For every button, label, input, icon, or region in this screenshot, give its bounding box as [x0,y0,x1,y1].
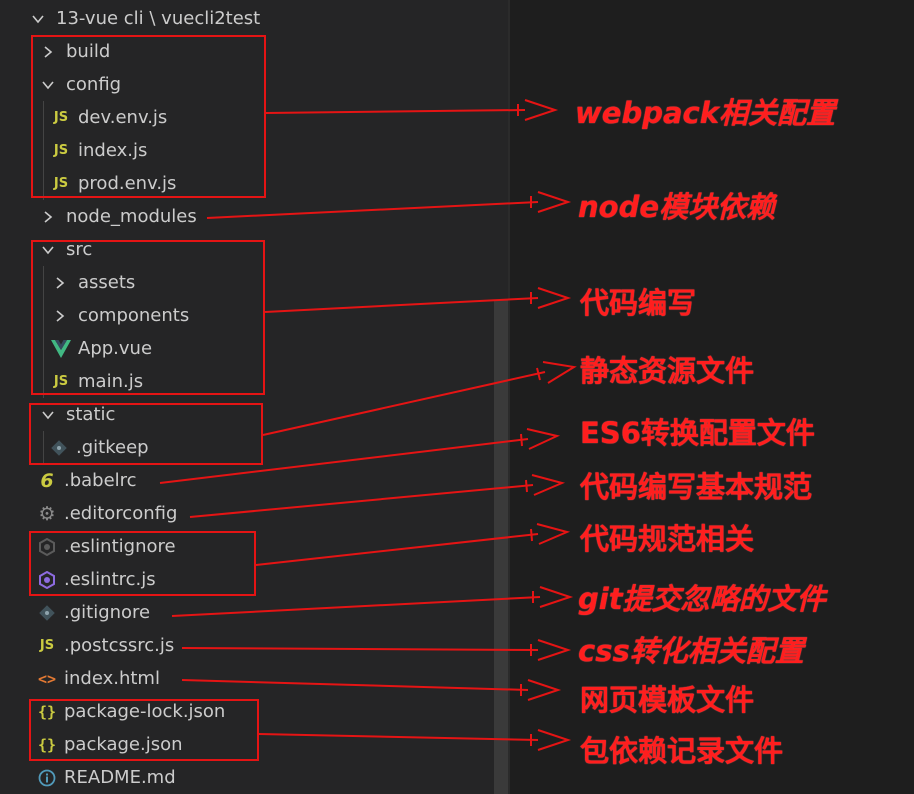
tree-item-label: config [66,74,122,95]
annotation-webpack: webpack相关配置 [575,96,836,130]
tree-item-postcssrc-js[interactable]: JS .postcssrc.js [36,629,526,662]
tree-item-label: .gitkeep [76,437,149,458]
tree-item-babelrc[interactable]: 6 .babelrc [36,464,526,497]
annotation-postcss: css转化相关配置 [578,634,804,668]
indent-guide-src [43,266,44,398]
tree-item-label: build [66,41,111,62]
indent-guide-config [43,101,44,200]
eslint-file-icon [36,569,58,591]
js-file-icon: JS [53,374,69,389]
js-file-icon: JS [53,110,69,125]
chevron-right-icon [40,44,56,60]
tree-item-label: package-lock.json [64,701,226,722]
tree-item-gitkeep[interactable]: .gitkeep [48,431,538,464]
tree-item-label: dev.env.js [78,107,168,128]
tree-item-src[interactable]: src [40,233,530,266]
tree-item-label: README.md [64,767,176,788]
tree-item-node-modules[interactable]: node_modules [40,200,530,233]
tree-item-config[interactable]: config [40,68,530,101]
tree-item-label: assets [78,272,136,293]
tree-item-label: main.js [78,371,144,392]
tree-item-main-js[interactable]: JS main.js [50,365,540,398]
tree-item-label: static [66,404,116,425]
tree-item-label: index.html [64,668,160,689]
tree-item-index-js[interactable]: JS index.js [50,134,540,167]
eslintignore-file-icon [36,536,58,558]
tree-item-eslintignore[interactable]: .eslintignore [36,530,526,563]
annotation-package: 包依赖记录文件 [580,734,784,768]
tree-item-label: .postcssrc.js [64,635,175,656]
js-file-icon: JS [53,143,69,158]
tree-item-build[interactable]: build [40,35,530,68]
tree-item-label: prod.env.js [78,173,177,194]
annotation-node-modules: node模块依赖 [578,190,775,224]
annotation-editorconfig: 代码编写基本规范 [580,470,813,504]
highlight-box-config [31,35,266,198]
chevron-right-icon [52,275,68,291]
tree-item-label: App.vue [78,338,153,359]
gear-icon: ⚙ [38,502,56,525]
chevron-right-icon [52,308,68,324]
tree-item-app-vue[interactable]: App.vue [50,332,540,365]
tree-item-dev-env-js[interactable]: JS dev.env.js [50,101,540,134]
chevron-down-icon [40,407,56,423]
tree-item-label: .gitignore [64,602,151,623]
annotation-eslint: 代码规范相关 [580,522,755,556]
file-explorer-panel: 13-vue cli \ vuecli2test build config JS… [32,8,508,794]
tree-item-readme-md[interactable]: README.md [36,761,526,794]
chevron-right-icon [40,209,56,225]
json-file-icon: {} [37,702,57,721]
tree-item-label: src [66,239,93,260]
info-icon [36,767,58,789]
tree-item-index-html[interactable]: <> index.html [36,662,526,695]
explorer-root-folder[interactable]: 13-vue cli \ vuecli2test [30,2,520,35]
js-file-icon: JS [39,638,55,653]
chevron-down-icon [40,77,56,93]
tree-item-label: .eslintignore [64,536,176,557]
git-file-icon [48,437,70,459]
html-file-icon: <> [37,669,57,688]
tree-item-static[interactable]: static [40,398,530,431]
chevron-down-icon [30,11,46,27]
json-file-icon: {} [37,735,57,754]
tree-item-label: node_modules [66,206,197,227]
tree-item-prod-env-js[interactable]: JS prod.env.js [50,167,540,200]
annotation-src: 代码编写 [580,286,697,320]
highlight-box-package [29,699,259,761]
highlight-box-eslint [29,531,256,596]
vue-file-icon [50,338,72,360]
tree-item-label: .eslintrc.js [64,569,156,590]
tree-item-package-lock-json[interactable]: {} package-lock.json [36,695,526,728]
tree-item-label: .editorconfig [64,503,178,524]
chevron-down-icon [40,242,56,258]
root-folder-label: 13-vue cli \ vuecli2test [56,8,261,29]
annotation-babel: ES6转换配置文件 [580,416,815,450]
tree-item-package-json[interactable]: {} package.json [36,728,526,761]
indent-guide-static [43,431,44,464]
tree-item-label: components [78,305,190,326]
tree-item-label: .babelrc [64,470,137,491]
annotation-gitignore: git提交忽略的文件 [578,582,826,616]
panel-divider [508,0,510,794]
tree-item-eslintrc-js[interactable]: .eslintrc.js [36,563,526,596]
tree-item-label: package.json [64,734,183,755]
highlight-box-static [29,403,263,465]
annotation-static: 静态资源文件 [580,354,755,388]
annotation-index-html: 网页模板文件 [580,683,755,717]
tree-item-editorconfig[interactable]: ⚙ .editorconfig [36,497,526,530]
git-file-icon [36,602,58,624]
tree-item-label: index.js [78,140,148,161]
babel-file-icon: 6 [40,469,54,492]
js-file-icon: JS [53,176,69,191]
tree-item-gitignore[interactable]: .gitignore [36,596,526,629]
highlight-box-src [31,240,265,395]
tree-item-components[interactable]: components [52,299,542,332]
explorer-scrollbar[interactable] [494,300,508,794]
tree-item-assets[interactable]: assets [52,266,542,299]
